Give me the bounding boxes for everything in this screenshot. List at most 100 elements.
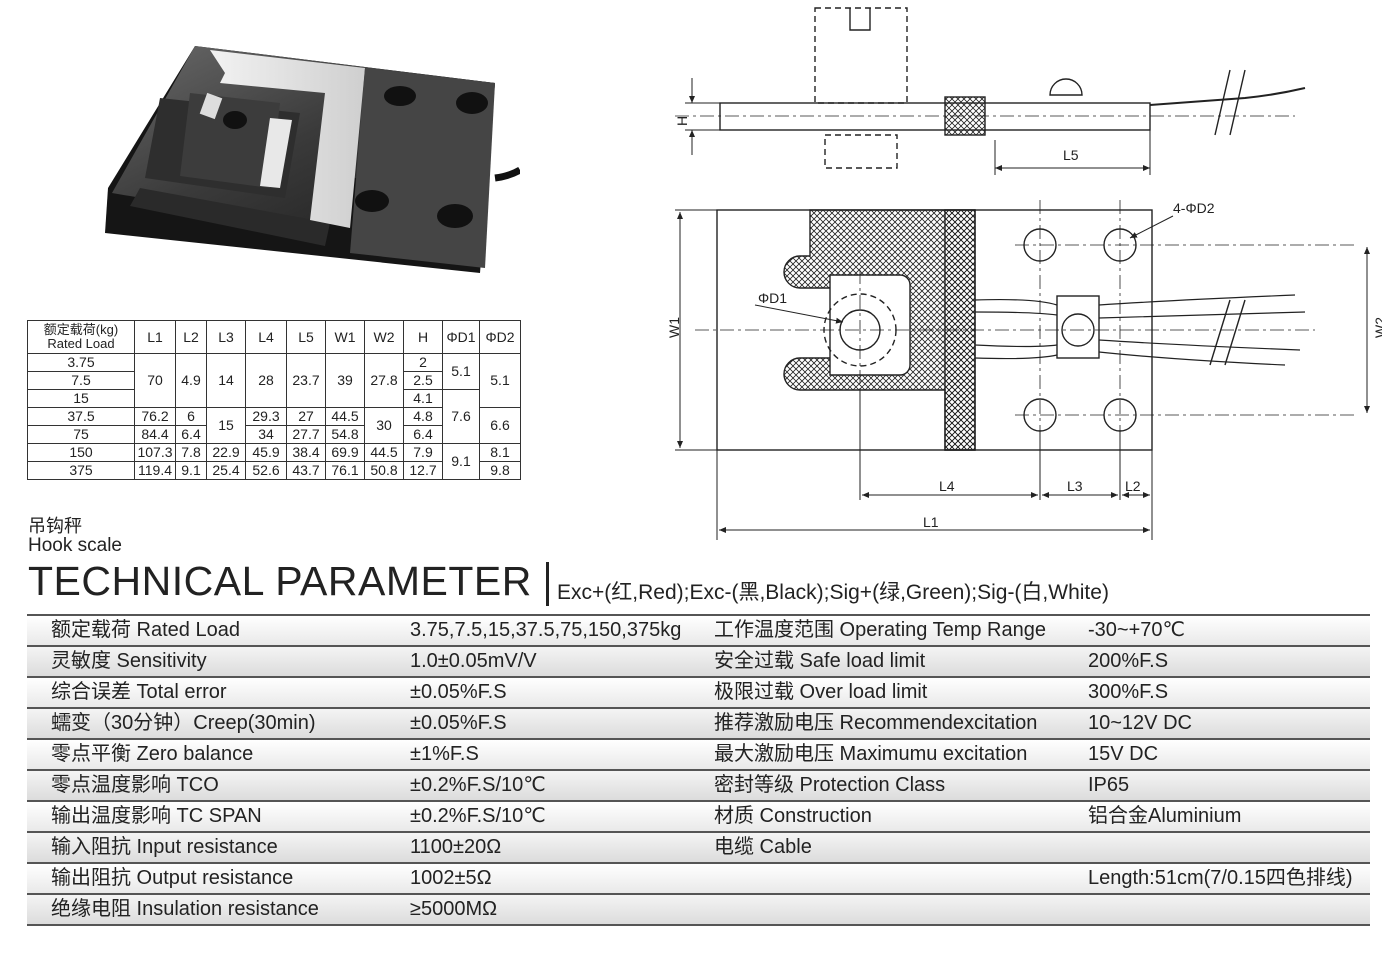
table-header-row: 额定载荷(kg) Rated Load L1 L2 L3 L4 L5 W1 W2…: [27, 320, 521, 354]
table-cell: 44.5: [364, 443, 404, 462]
parameter-table: 额定载荷 Rated Load 3.75,7.5,15,37.5,75,150,…: [27, 614, 1370, 926]
header-W2: W2: [364, 320, 404, 354]
table-cell: 23.7: [286, 353, 326, 408]
table-cell: 29.3: [245, 407, 287, 426]
param-key: 绝缘电阻 Insulation resistance: [27, 893, 406, 926]
param-key: 输出温度影响 TC SPAN: [27, 800, 406, 832]
table-cell: 4.1: [403, 389, 443, 408]
header-L4: L4: [245, 320, 287, 354]
table-row: 蠕变（30分钟）Creep(30min) ±0.05%F.S 推荐激励电压 Re…: [27, 707, 1370, 739]
table-cell: 9.8: [479, 461, 521, 480]
table-cell: 6.6: [479, 407, 521, 444]
load-cell: 3.75: [27, 353, 135, 372]
param-value: ±0.2%F.S/10℃: [406, 769, 710, 801]
table-cell: 5.1: [442, 353, 480, 390]
table-cell: 9.1: [175, 461, 207, 480]
param-key: 工作温度范围 Operating Temp Range: [710, 614, 1088, 646]
table-row: 绝缘电阻 Insulation resistance ≥5000MΩ: [27, 893, 1370, 926]
table-row: 375 119.4 9.1 25.4 52.6 43.7 76.1 50.8 1…: [27, 461, 521, 480]
header-L3: L3: [206, 320, 246, 354]
param-key: 电缆 Cable: [710, 831, 1088, 863]
table-row: 综合误差 Total error ±0.05%F.S 极限过载 Over loa…: [27, 676, 1370, 708]
header-rated-load-en: Rated Load: [47, 336, 115, 351]
param-key: 密封等级 Protection Class: [710, 769, 1088, 801]
table-cell: 76.1: [325, 461, 365, 480]
param-value: [1088, 893, 1370, 926]
param-value: ±0.05%F.S: [406, 707, 710, 739]
param-key: 安全过载 Safe load limit: [710, 645, 1088, 677]
table-row: 输出阻抗 Output resistance 1002±5Ω Length:51…: [27, 862, 1370, 894]
label-L3: L3: [1067, 478, 1083, 494]
table-cell: 119.4: [134, 461, 176, 480]
header-H: H: [403, 320, 443, 354]
dimension-drawing: H L5 4-ΦD2 ΦD1 W1 W2 L4 L3 L2 L1: [666, 7, 1382, 540]
param-key: 极限过载 Over load limit: [710, 676, 1088, 708]
param-key: 蠕变（30分钟）Creep(30min): [27, 707, 406, 739]
table-cell: 7.6: [442, 389, 480, 444]
header-D1: ΦD1: [442, 320, 480, 354]
param-value: IP65: [1088, 769, 1370, 801]
table-cell: 34: [245, 425, 287, 444]
param-key: [710, 862, 1088, 894]
param-key: 推荐激励电压 Recommendexcitation: [710, 707, 1088, 739]
table-cell: 6: [175, 407, 207, 426]
hook-scale-cn: 吊钩秤: [28, 516, 82, 536]
table-cell: 52.6: [245, 461, 287, 480]
table-cell: 4.9: [175, 353, 207, 408]
label-D1: ΦD1: [758, 290, 787, 306]
param-value: 1100±20Ω: [406, 831, 710, 863]
param-value: 15V DC: [1088, 738, 1370, 770]
table-cell: 54.8: [325, 425, 365, 444]
param-value: 3.75,7.5,15,37.5,75,150,375kg: [406, 614, 710, 646]
header-L1: L1: [134, 320, 176, 354]
label-4-D2: 4-ΦD2: [1173, 200, 1215, 216]
label-L4: L4: [939, 478, 955, 494]
table-cell: 22.9: [206, 443, 246, 462]
label-H: H: [674, 116, 690, 126]
header-rated-load-cn: 额定载荷(kg): [43, 322, 119, 337]
param-value: [1088, 831, 1370, 863]
param-value: 1002±5Ω: [406, 862, 710, 894]
label-L2: L2: [1125, 478, 1141, 494]
table-cell: 69.9: [325, 443, 365, 462]
param-key: 输入阻抗 Input resistance: [27, 831, 406, 863]
table-cell: 45.9: [245, 443, 287, 462]
table-cell: 38.4: [286, 443, 326, 462]
param-value: 300%F.S: [1088, 676, 1370, 708]
param-value: 铝合金Aluminium: [1088, 800, 1370, 832]
table-cell: 8.1: [479, 443, 521, 462]
load-cell: 15: [27, 389, 135, 408]
header-D2: ΦD2: [479, 320, 521, 354]
header-L5: L5: [286, 320, 326, 354]
load-cell: 7.5: [27, 371, 135, 390]
load-cell: 375: [27, 461, 135, 480]
table-cell: 43.7: [286, 461, 326, 480]
table-cell: 14: [206, 353, 246, 408]
dimension-table: 额定载荷(kg) Rated Load L1 L2 L3 L4 L5 W1 W2…: [27, 320, 521, 480]
label-L1: L1: [923, 514, 939, 530]
header-rated-load: 额定载荷(kg) Rated Load: [27, 320, 135, 354]
table-cell: 30: [364, 407, 404, 444]
table-cell: 2: [403, 353, 443, 372]
param-value: 1.0±0.05mV/V: [406, 645, 710, 677]
label-W2: W2: [1372, 317, 1382, 338]
table-cell: 7.8: [175, 443, 207, 462]
table-cell: 107.3: [134, 443, 176, 462]
hook-scale-en: Hook scale: [28, 535, 122, 556]
table-row: 零点温度影响 TCO ±0.2%F.S/10℃ 密封等级 Protection …: [27, 769, 1370, 801]
table-cell: 25.4: [206, 461, 246, 480]
param-value: ±0.2%F.S/10℃: [406, 800, 710, 832]
param-key: 输出阻抗 Output resistance: [27, 862, 406, 894]
param-key: 零点温度影响 TCO: [27, 769, 406, 801]
table-cell: 84.4: [134, 425, 176, 444]
table-cell: 7.9: [403, 443, 443, 462]
table-cell: 28: [245, 353, 287, 408]
param-key: 材质 Construction: [710, 800, 1088, 832]
param-key: 零点平衡 Zero balance: [27, 738, 406, 770]
param-key: 额定载荷 Rated Load: [27, 614, 406, 646]
table-cell: 27: [286, 407, 326, 426]
param-value: Length:51cm(7/0.15四色排线): [1088, 862, 1370, 894]
table-cell: 50.8: [364, 461, 404, 480]
table-cell: 6.4: [175, 425, 207, 444]
table-row: 37.5 76.2 6 15 29.3 27 44.5 30 4.8 6.6: [27, 407, 521, 444]
